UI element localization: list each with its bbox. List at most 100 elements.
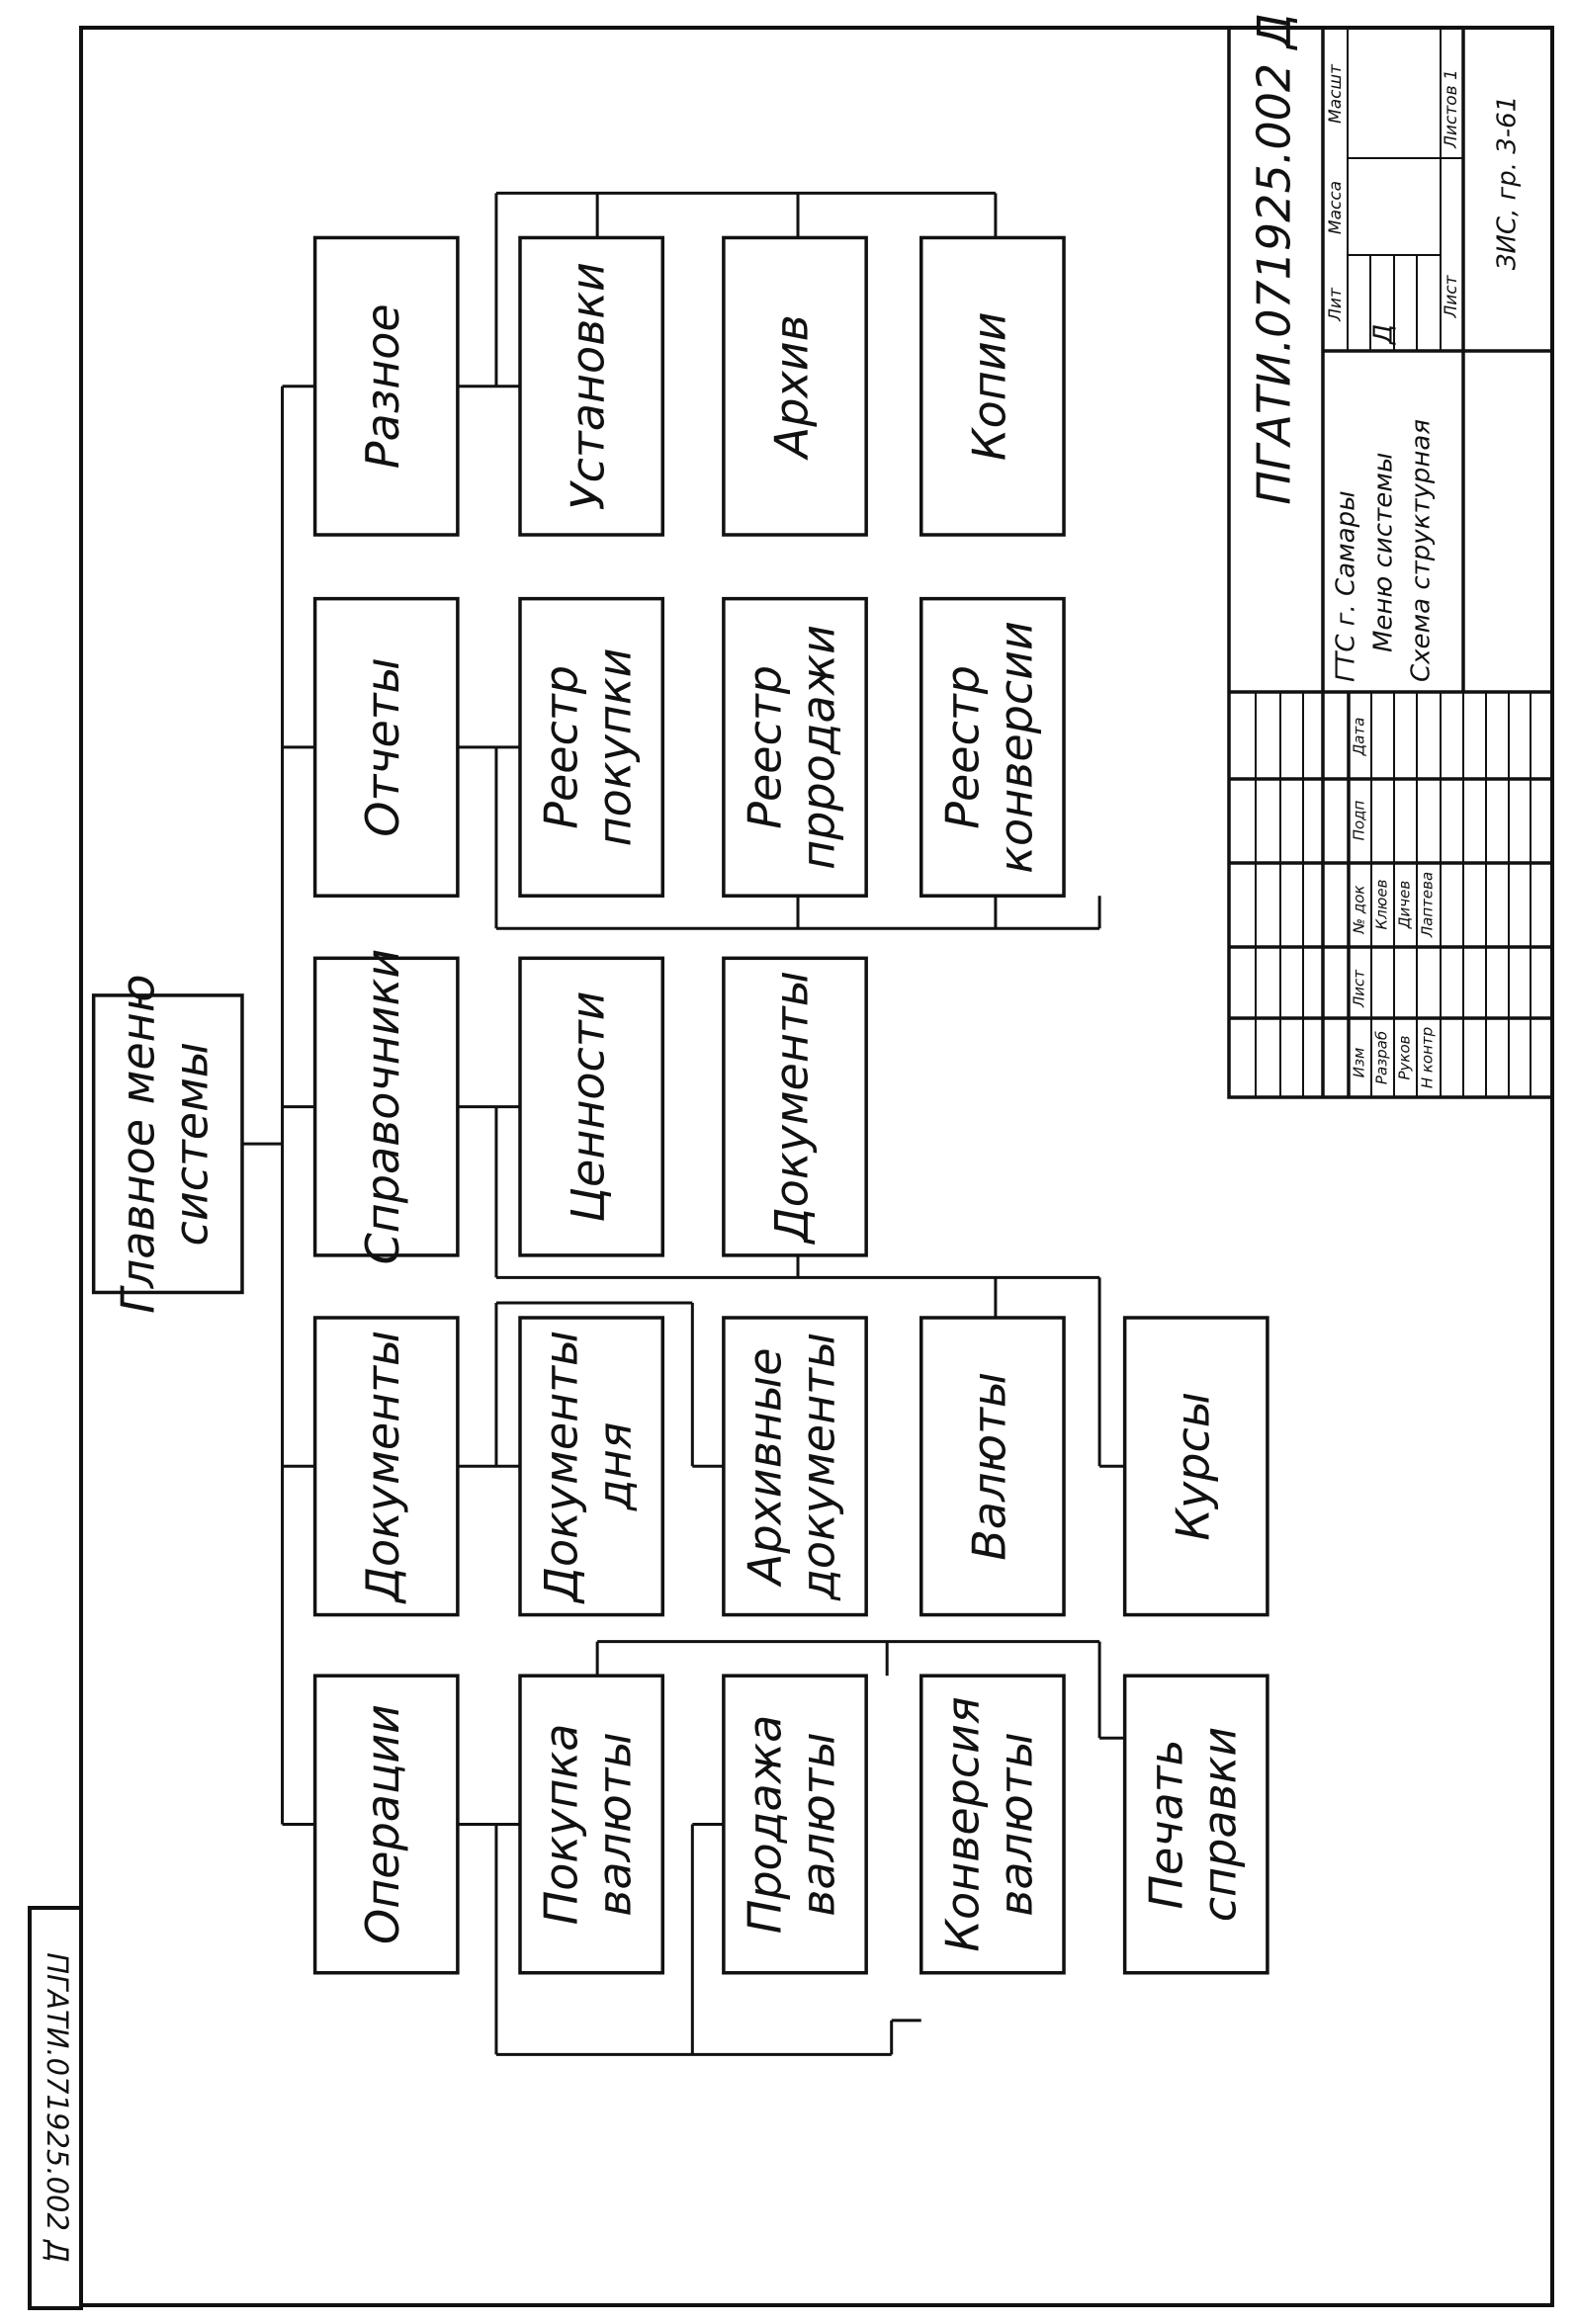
- tb-col-header: Лист: [1351, 969, 1368, 1008]
- node-root-label-line: Главное меню: [111, 975, 164, 1314]
- node-item-valuables-label-line: Ценности: [562, 990, 615, 1222]
- node-section-operations-label-line: Операции: [356, 1704, 409, 1944]
- node-item-buy-label-line: валюты: [588, 1732, 642, 1917]
- connector-lines: [241, 191, 1125, 2056]
- node-section-operations-box: [312, 1674, 460, 1975]
- node-root-label-line: системы: [164, 1042, 218, 1247]
- tb-col-header: Дата: [1351, 718, 1368, 757]
- node-item-copies: Копии: [919, 235, 1066, 537]
- node-section-references: Справочники: [312, 949, 460, 1265]
- tb-doc-name-1: Меню системы: [1369, 453, 1399, 652]
- node-item-rates: Курсы: [1122, 1316, 1269, 1617]
- node-item-ref-documents-label-line: Документы: [765, 971, 819, 1245]
- tb-name: Лаптева: [1419, 872, 1437, 938]
- margin-stamp-text: ПГАТИ.071925.002 Д: [41, 1952, 74, 2263]
- node-item-reg-sell-label-line: прродажи: [792, 625, 845, 870]
- node-item-archive-docs-box: [722, 1316, 868, 1617]
- node-root-box: [91, 993, 244, 1295]
- node-item-print-label-line: Печать: [1139, 1739, 1192, 1909]
- margin-stamp-box: [28, 1906, 83, 2310]
- node-item-reg-conv-box: [919, 596, 1066, 898]
- node-item-archive-docs-label-line: Архивные: [739, 1347, 792, 1588]
- tb-name: Клюев: [1373, 879, 1391, 929]
- node-section-references-box: [312, 956, 460, 1257]
- node-item-ref-documents: Документы: [722, 956, 868, 1257]
- tb-doc-name-2: Схема структурная: [1407, 419, 1437, 682]
- node-item-reg-conv-label-line: Реестр: [935, 665, 989, 829]
- margin-stamp: ПГАТИ.071925.002 Д: [28, 1906, 83, 2310]
- node-item-valuables-box: [518, 956, 665, 1257]
- node-item-print-box: [1122, 1674, 1269, 1975]
- tb-lit-value: Д: [1369, 324, 1399, 345]
- tb-mass-label: Масса: [1326, 181, 1346, 234]
- tb-group: ЗИС, гр. 3-61: [1493, 96, 1523, 271]
- node-section-misc: Разное: [312, 235, 460, 537]
- tb-col-header: Подп: [1351, 800, 1368, 840]
- node-item-currencies-label-line: Валюты: [962, 1372, 1015, 1561]
- tb-col-header: Изм: [1351, 1048, 1368, 1078]
- node-item-currencies: Валюты: [919, 1316, 1066, 1617]
- node-item-copies-label-line: Копии: [962, 311, 1015, 461]
- node-item-day-docs-label-line: Документы: [535, 1331, 588, 1604]
- tb-col-header: № док: [1351, 886, 1368, 935]
- node-item-reg-conv-label-line: конверсии: [989, 621, 1042, 874]
- node-item-reg-buy-box: [518, 596, 665, 898]
- node-section-misc-box: [312, 235, 460, 537]
- node-item-rates-label-line: Курсы: [1166, 1392, 1219, 1541]
- node-item-reg-buy-label-line: Реестр: [535, 665, 588, 829]
- node-item-archive-box: [722, 235, 868, 537]
- tb-role: Разраб: [1373, 1031, 1391, 1084]
- node-section-documents-box: [312, 1316, 460, 1617]
- tb-lit-label: Лит: [1326, 287, 1346, 322]
- node-item-archive: Архив: [722, 235, 868, 537]
- node-item-buy-box: [518, 1674, 665, 1975]
- node-section-operations: Операции: [312, 1674, 460, 1975]
- node-item-ref-documents-box: [722, 956, 868, 1257]
- node-item-copies-box: [919, 235, 1066, 537]
- node-item-reg-sell-box: [722, 596, 868, 898]
- node-item-convert-label-line: валюты: [989, 1732, 1042, 1917]
- node-item-convert-box: [919, 1674, 1066, 1975]
- node-item-rates-box: [1122, 1316, 1269, 1617]
- node-section-documents: Документы: [312, 1316, 460, 1617]
- tb-scale-label: Масшт: [1326, 63, 1346, 124]
- title-block-border: [1227, 26, 1554, 1099]
- node-item-print-label-line: справки: [1192, 1727, 1246, 1923]
- node-item-archive-docs-label-line: документы: [792, 1333, 845, 1601]
- node-item-sell-label-line: Продажа: [739, 1715, 792, 1935]
- node-section-documents-label-line: Документы: [356, 1331, 409, 1604]
- drawing-frame: [79, 26, 1554, 2307]
- node-section-references-label-line: Справочники: [356, 949, 409, 1265]
- node-item-reg-buy-label-line: покупки: [588, 647, 642, 846]
- node-section-misc-label-line: Разное: [356, 303, 409, 469]
- node-item-day-docs-box: [518, 1316, 665, 1617]
- node-item-sell-box: [722, 1674, 868, 1975]
- tb-role: Н контр: [1419, 1027, 1437, 1088]
- node-item-currencies-box: [919, 1316, 1066, 1617]
- title-block: ПГАТИ.071925.002 Д ГТС г. Самары Меню си…: [1227, 13, 1554, 1099]
- tb-sheet-label: Лист: [1442, 274, 1461, 318]
- node-item-archive-label-line: Архив: [765, 314, 819, 461]
- node-item-reg-sell-label-line: Реестр: [739, 665, 792, 829]
- node-item-sell-label-line: валюты: [792, 1732, 845, 1917]
- node-item-buy-label-line: Покупка: [535, 1724, 588, 1926]
- node-item-settings-label-line: Установки: [562, 262, 615, 510]
- node-section-reports-box: [312, 596, 460, 898]
- tb-designation: ПГАТИ.071925.002 Д: [1248, 13, 1301, 504]
- node-section-reports-label-line: Отчеты: [356, 657, 409, 837]
- node-item-valuables: Ценности: [518, 956, 665, 1257]
- node-item-settings-box: [518, 235, 665, 537]
- tb-role: Руков: [1396, 1035, 1414, 1079]
- node-section-reports: Отчеты: [312, 596, 460, 898]
- tb-sheets-label: Листов 1: [1442, 69, 1461, 149]
